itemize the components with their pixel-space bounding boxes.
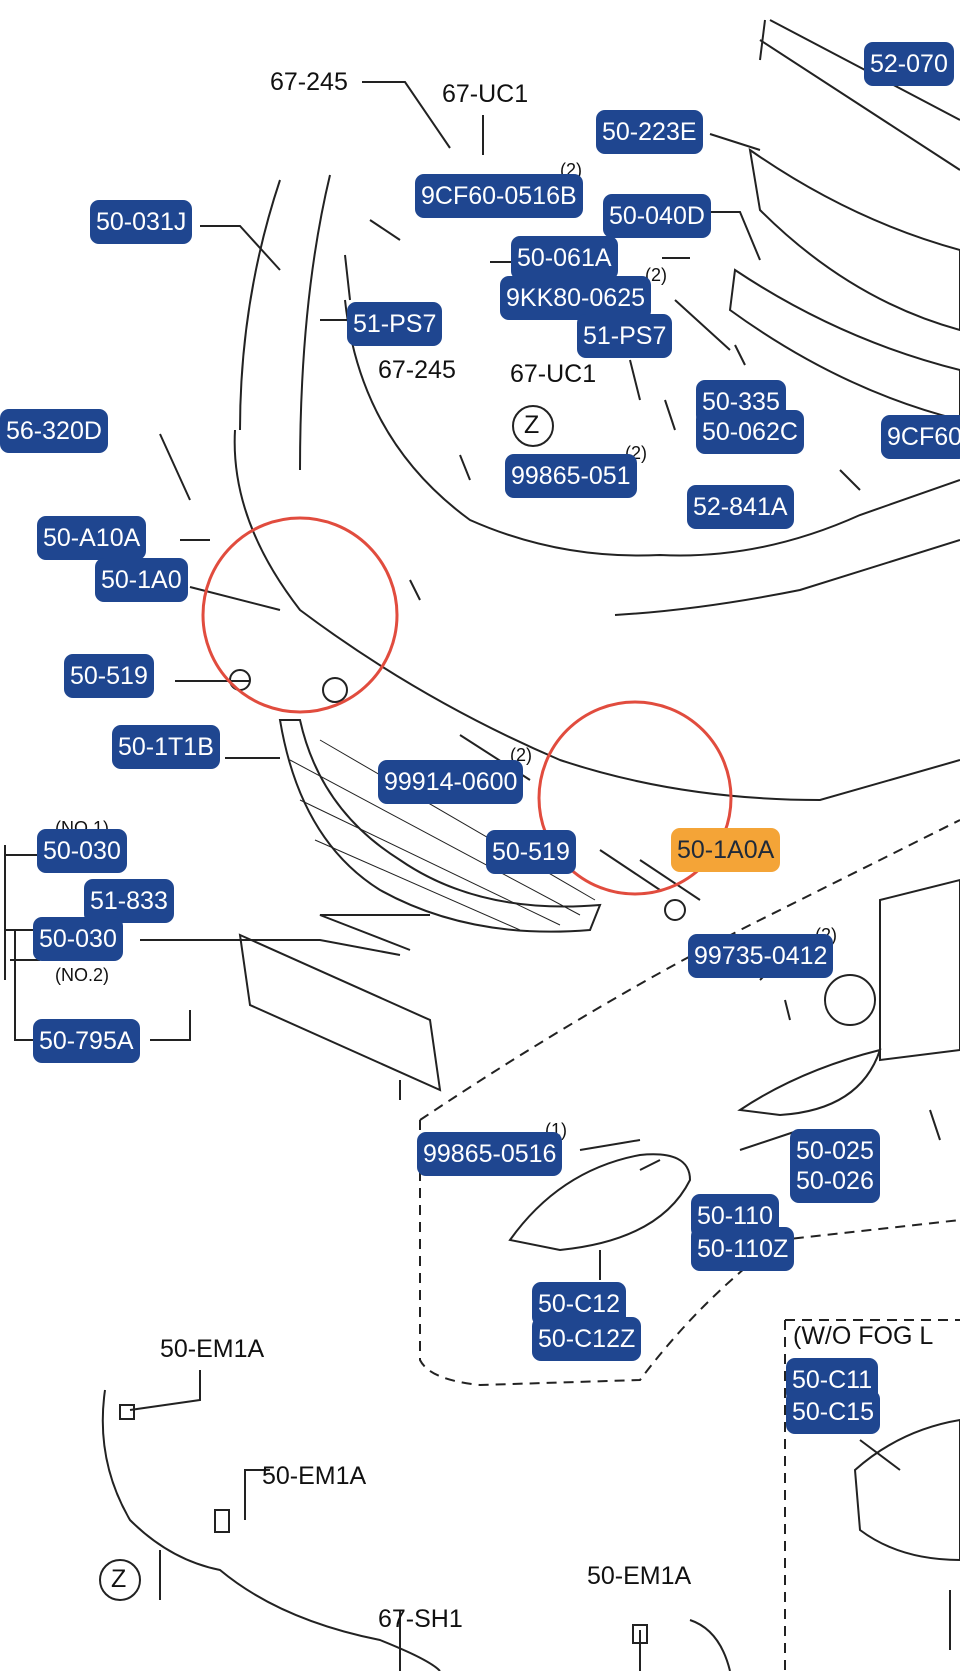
part-label-50-c12z[interactable]: 50-C12Z: [532, 1317, 642, 1361]
part-label-9cf60-0516b[interactable]: 9CF60-0516B: [415, 174, 583, 218]
fog-bezel: [508, 1153, 692, 1252]
wofog-cover: [853, 1418, 960, 1562]
part-50-em1a-1: 50-EM1A: [160, 1335, 265, 1363]
part-label-50-031j[interactable]: 50-031J: [90, 200, 193, 244]
bumper-fascia: [233, 429, 960, 802]
lower-grille: [278, 719, 602, 933]
part-label-52-841a[interactable]: 52-841A: [687, 485, 794, 529]
part-label-50-040d[interactable]: 50-040D: [603, 194, 711, 238]
part-67-uc1-top: 67-UC1: [442, 80, 529, 108]
fog-lamp: [737, 1048, 882, 1117]
wo-fog-lamp-note: (W/O FOG L: [793, 1322, 934, 1350]
z-callout-2: Z: [111, 1565, 127, 1593]
part-67-245-mid: 67-245: [378, 356, 456, 384]
part-label-50-223e[interactable]: 50-223E: [596, 110, 703, 154]
part-label-50-1a0a-highlighted[interactable]: 50-1A0A: [671, 828, 781, 872]
part-label-50-795a[interactable]: 50-795A: [33, 1019, 140, 1063]
part-label-51-ps7[interactable]: 51-PS7: [347, 302, 443, 346]
part-50-em1a-2: 50-EM1A: [262, 1462, 367, 1490]
part-label-9cf60[interactable]: 9CF60: [881, 415, 960, 459]
qty-note: (2): [645, 265, 667, 285]
part-label-51-ps7[interactable]: 51-PS7: [577, 314, 673, 358]
license-bracket: [238, 933, 442, 1092]
part-50-026: 50-026: [796, 1167, 874, 1195]
part-label-50-519[interactable]: 50-519: [64, 654, 154, 698]
part-label-9kk80-0625[interactable]: 9KK80-0625: [500, 276, 652, 320]
wire-harness: [101, 1389, 441, 1671]
highlight-circle-left: [201, 516, 399, 714]
part-50-em1a-3: 50-EM1A: [587, 1562, 692, 1590]
part-67-sh1: 67-SH1: [378, 1605, 463, 1633]
qty-no2: (NO.2): [55, 965, 109, 985]
part-label-50-a10a[interactable]: 50-A10A: [37, 516, 147, 560]
part-label-50-061a[interactable]: 50-061A: [511, 236, 618, 280]
part-label-56-320d[interactable]: 56-320D: [0, 409, 108, 453]
z-callout: Z: [524, 411, 540, 439]
z-callout-circle: [512, 405, 554, 447]
part-label-50-1t1b[interactable]: 50-1T1B: [112, 725, 220, 769]
part-67-245-top: 67-245: [270, 68, 348, 96]
part-label-99914-0600[interactable]: 99914-0600: [378, 760, 524, 804]
absorber: [748, 147, 960, 332]
part-67-uc1-mid: 67-UC1: [510, 360, 597, 388]
part-label-52-070[interactable]: 52-070: [864, 42, 954, 86]
part-label-50-519-b[interactable]: 50-519: [486, 830, 576, 874]
highlight-circle-right: [537, 700, 733, 896]
fog-housing: [879, 878, 960, 1062]
part-label-50-c15[interactable]: 50-C15: [786, 1390, 880, 1434]
part-label-99735-0412[interactable]: 99735-0412: [688, 934, 834, 978]
part-label-99865-051[interactable]: 99865-051: [505, 454, 637, 498]
part-label-50-030-no1[interactable]: 50-030: [37, 829, 127, 873]
part-label-50-062c[interactable]: 50-062C: [696, 410, 804, 454]
part-label-99865-0516[interactable]: 99865-0516: [417, 1132, 563, 1176]
part-label-51-833[interactable]: 51-833: [84, 879, 174, 923]
part-label-50-030-no2[interactable]: 50-030: [33, 917, 123, 961]
z-callout-circle-2: [99, 1559, 141, 1601]
part-label-50-1a0[interactable]: 50-1A0: [95, 558, 188, 602]
part-label-50-110z[interactable]: 50-110Z: [691, 1227, 795, 1271]
part-50-025: 50-025: [796, 1137, 874, 1165]
